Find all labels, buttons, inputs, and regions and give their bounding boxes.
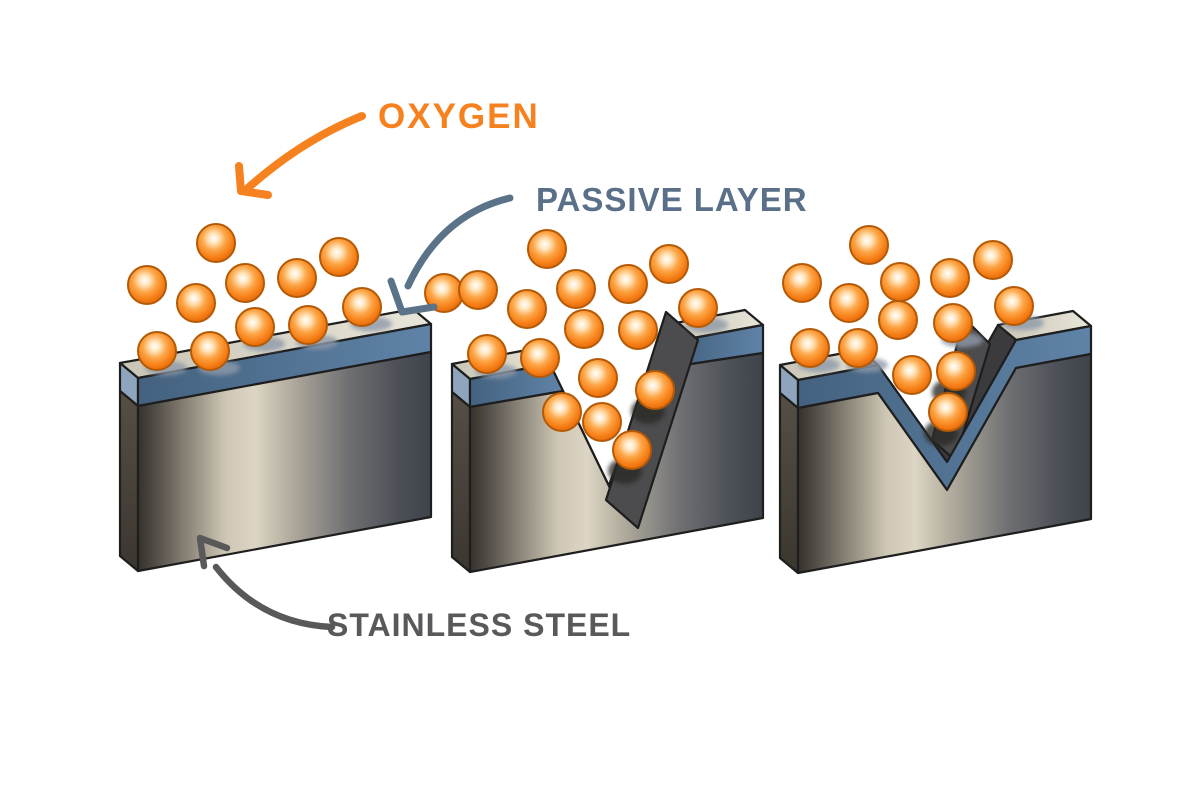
oxygen-arrow-curve	[244, 112, 366, 192]
oxygen-sphere	[649, 244, 689, 284]
oxygen-sphere	[137, 331, 177, 371]
oxygen-sphere	[892, 355, 932, 395]
oxygen-spheres-group	[127, 223, 392, 376]
oxygen-sphere	[277, 258, 317, 298]
label-passive-layer: PASSIVE LAYER	[536, 181, 808, 218]
oxygen-sphere	[520, 338, 560, 378]
oxygen-sphere	[829, 283, 869, 323]
steel-side-face	[450, 390, 472, 574]
steel-front-face-notched	[796, 352, 1093, 575]
oxygen-sphere	[342, 287, 382, 327]
oxygen-sphere	[930, 258, 970, 298]
block-repassivated-surface	[778, 225, 1093, 575]
oxygen-spheres-group	[782, 225, 1044, 446]
oxygen-sphere	[994, 286, 1034, 326]
oxygen-sphere	[608, 264, 648, 304]
oxygen-sphere	[127, 265, 167, 305]
stainless-steel-arrow-head-icon	[196, 534, 231, 570]
oxygen-arrow-head-icon	[235, 162, 272, 199]
stainless-steel-arrow	[196, 534, 336, 631]
oxygen-arrow	[235, 112, 366, 199]
oxygen-sphere	[196, 223, 236, 263]
oxygen-sphere	[467, 334, 507, 374]
passive-layer-arrow-curve	[404, 194, 514, 290]
oxygen-sphere	[678, 288, 718, 328]
passive-layer-arrow	[387, 194, 514, 316]
oxygen-sphere	[458, 270, 498, 310]
oxygen-sphere	[556, 269, 596, 309]
oxygen-sphere	[235, 307, 275, 347]
oxygen-sphere	[880, 262, 920, 302]
block-intact-passive-layer	[118, 223, 433, 573]
oxygen-sphere	[928, 392, 968, 432]
oxygen-sphere	[578, 358, 618, 398]
oxygen-sphere	[542, 392, 582, 432]
oxygen-sphere	[618, 310, 658, 350]
oxygen-sphere	[507, 289, 547, 329]
stainless-steel-arrow-curve	[212, 563, 336, 631]
oxygen-sphere	[319, 237, 359, 277]
oxygen-sphere	[838, 328, 878, 368]
oxygen-sphere	[564, 309, 604, 349]
oxygen-sphere	[878, 300, 918, 340]
oxygen-sphere	[933, 303, 973, 343]
steel-side-face	[778, 391, 800, 575]
label-stainless-steel: STAINLESS STEEL	[327, 607, 632, 643]
oxygen-sphere	[190, 331, 230, 371]
oxygen-spheres-group	[424, 229, 728, 484]
oxygen-sphere	[790, 328, 830, 368]
oxygen-sphere	[225, 263, 265, 303]
passive-layer-arrow-head-icon	[387, 277, 438, 316]
steel-front-face	[136, 350, 433, 573]
oxygen-sphere	[527, 229, 567, 269]
oxygen-sphere	[849, 225, 889, 265]
oxygen-sphere	[635, 370, 675, 410]
steel-side-face	[118, 389, 140, 573]
oxygen-sphere	[176, 283, 216, 323]
oxygen-sphere	[288, 305, 328, 345]
oxygen-sphere	[936, 351, 976, 391]
oxygen-sphere	[973, 240, 1013, 280]
label-oxygen: OXYGEN	[378, 97, 540, 136]
block-scratched-surface	[424, 229, 765, 574]
oxygen-sphere	[582, 402, 622, 442]
oxygen-sphere	[612, 430, 652, 470]
oxygen-sphere	[782, 263, 822, 303]
